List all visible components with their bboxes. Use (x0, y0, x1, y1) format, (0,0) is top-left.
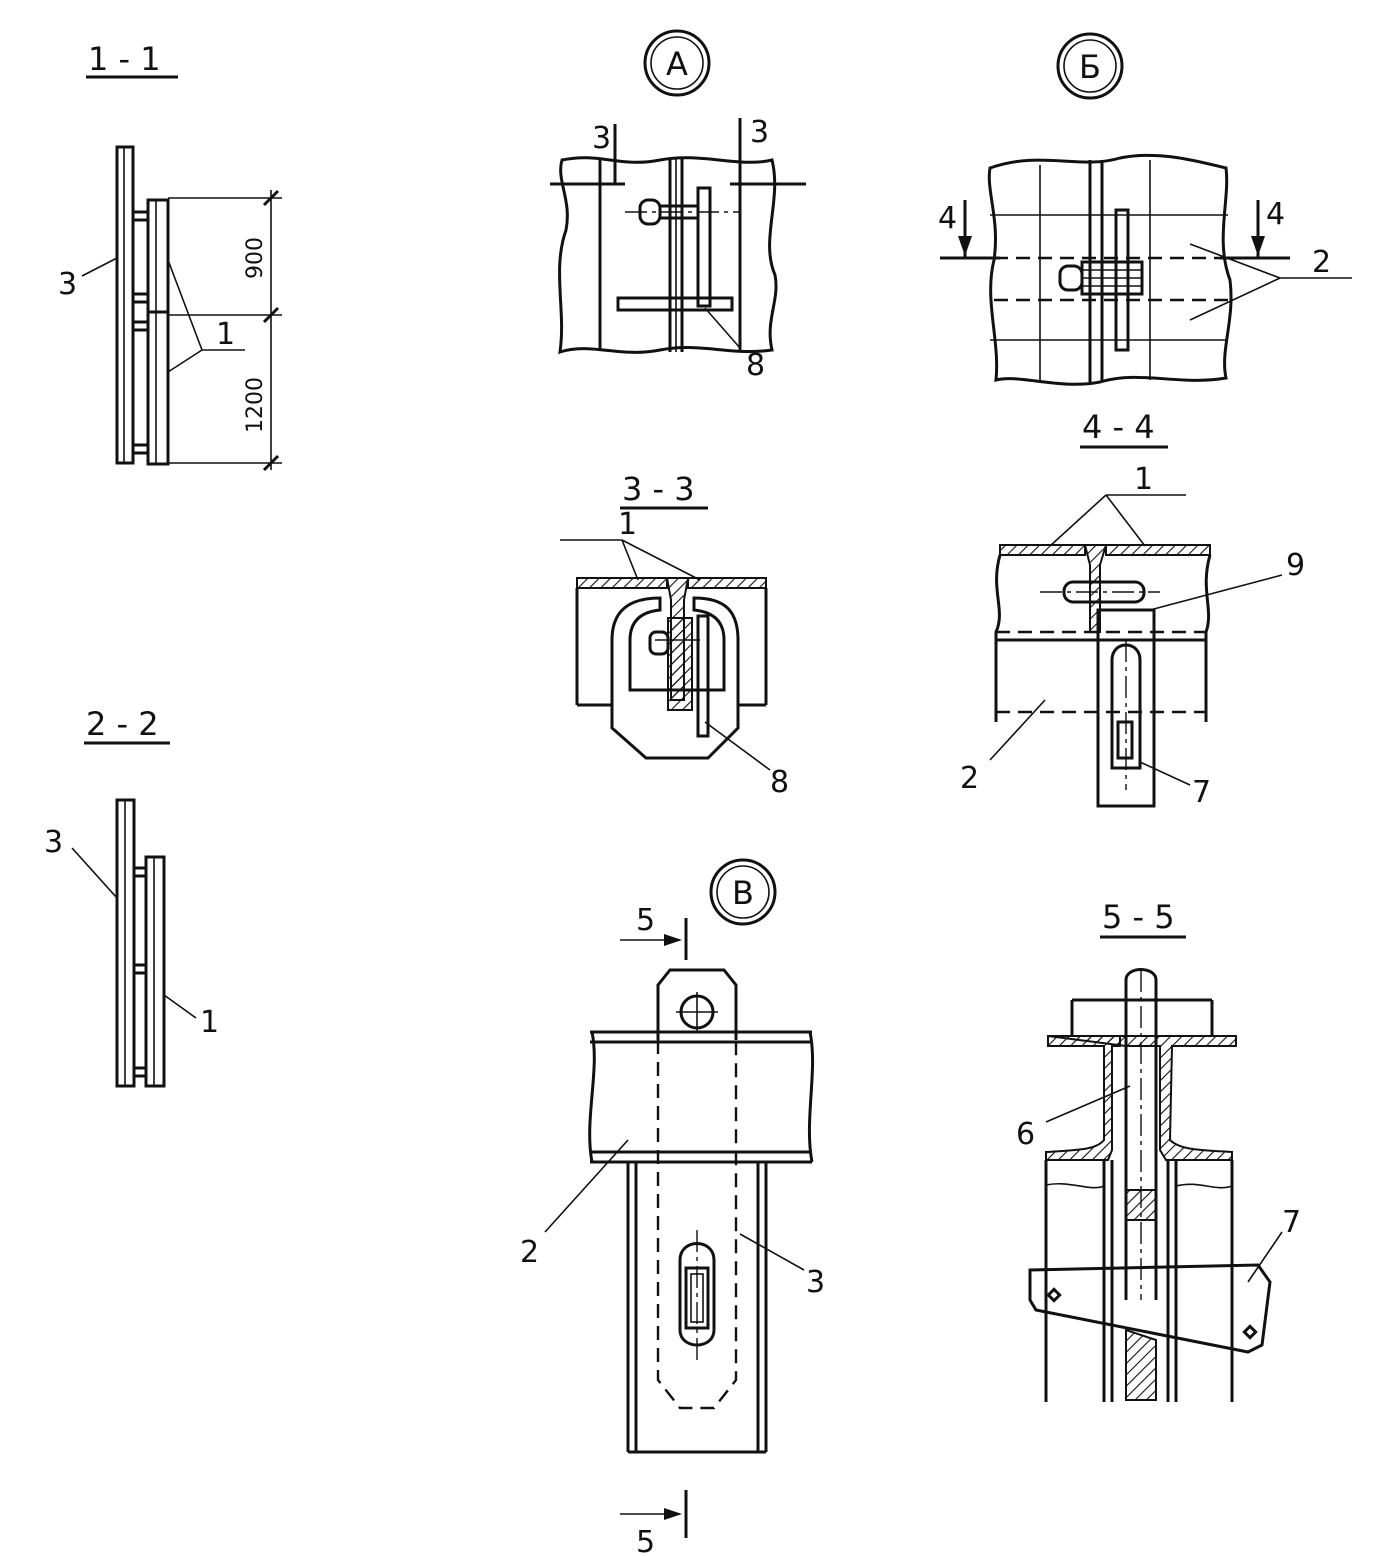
section-3-3-title: 3 - 3 (622, 470, 695, 508)
callout-8: 8 (746, 348, 765, 383)
section-1-1-title: 1 - 1 (88, 40, 161, 78)
detail-view-b: Б 4 4 2 (938, 32, 1352, 386)
dimension-900: 900 (243, 237, 268, 279)
section-5-5: 5 - 5 6 7 (1016, 898, 1301, 1402)
cut-label-5-bottom: 5 (636, 1525, 655, 1556)
section-2-2: 2 - 2 3 1 (44, 705, 219, 1088)
section-5-5-title: 5 - 5 (1102, 898, 1175, 936)
section-3-3: 3 - 3 1 8 (560, 470, 789, 800)
callout-1: 1 (216, 317, 235, 352)
cut-label-4-right: 4 (1266, 197, 1285, 232)
view-b-title: Б (1079, 48, 1101, 86)
cut-label-4-left: 4 (938, 201, 957, 236)
callout-9: 9 (1286, 548, 1305, 583)
section-4-4: 4 - 4 1 9 2 7 (960, 408, 1305, 810)
detail-view-a: А 3 3 8 (550, 29, 806, 383)
callout-2: 2 (960, 761, 979, 796)
callout-8: 8 (770, 765, 789, 800)
callout-1: 1 (618, 507, 637, 542)
cut-label-5-top: 5 (636, 903, 655, 938)
callout-3: 3 (44, 825, 63, 860)
callout-7: 7 (1282, 1205, 1301, 1240)
view-a-title: А (666, 45, 688, 83)
view-v-title: В (732, 874, 754, 912)
callout-7: 7 (1192, 775, 1211, 810)
callout-6: 6 (1016, 1117, 1035, 1152)
dimension-1200: 1200 (243, 377, 268, 433)
callout-2: 2 (520, 1235, 539, 1270)
callout-3: 3 (806, 1265, 825, 1300)
cut-label-3-right: 3 (750, 115, 769, 150)
section-1-1: 1 - 1 900 1200 3 1 (58, 40, 282, 472)
callout-2: 2 (1312, 245, 1331, 280)
section-2-2-title: 2 - 2 (86, 705, 159, 743)
callout-1: 1 (1134, 462, 1153, 497)
callout-3: 3 (58, 267, 77, 302)
callout-1: 1 (200, 1005, 219, 1040)
cut-label-3-left: 3 (592, 121, 611, 156)
section-4-4-title: 4 - 4 (1082, 408, 1155, 446)
detail-view-v: В 5 5 2 3 (520, 858, 825, 1556)
